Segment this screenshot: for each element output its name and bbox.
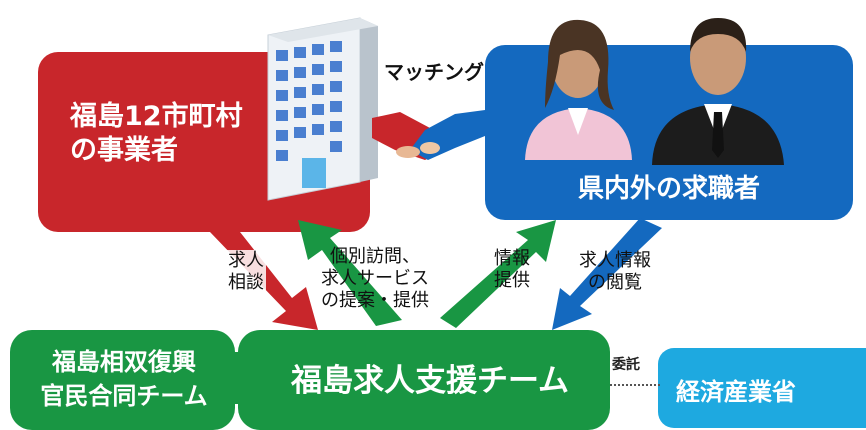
arrow-visit-line1: 個別訪問、 bbox=[330, 246, 420, 267]
ministry-label: 経済産業省 bbox=[676, 378, 796, 406]
employers-label: 福島12市町村 の事業者 bbox=[70, 100, 243, 168]
arrow-browse-line2: の閲覧 bbox=[588, 272, 642, 293]
joint-team-label: 福島相双復興 官民合同チーム bbox=[34, 345, 214, 413]
commission-label: 委託 bbox=[612, 357, 640, 373]
support-team-label: 福島求人支援チーム bbox=[290, 363, 570, 399]
arrow-visit-line3: の提案・提供 bbox=[321, 290, 429, 311]
matching-label: マッチング bbox=[384, 60, 484, 84]
employers-line2: の事業者 bbox=[70, 135, 178, 166]
arrow-info-line1: 情報 bbox=[494, 248, 530, 269]
male-jobseeker-icon bbox=[652, 18, 784, 165]
arrow-consult-line1: 求人 bbox=[226, 250, 266, 272]
handshake-icon bbox=[372, 110, 485, 160]
joint-team-box bbox=[10, 330, 235, 430]
employers-line1: 福島12市町村 bbox=[70, 101, 243, 132]
arrow-info-label: 情報 提供 bbox=[492, 248, 532, 292]
joint-team-line1: 福島相双復興 bbox=[52, 348, 196, 376]
joint-team-line2: 官民合同チーム bbox=[40, 382, 208, 410]
arrow-info bbox=[440, 220, 556, 328]
arrow-browse bbox=[552, 218, 662, 330]
commission-line bbox=[610, 384, 660, 386]
support-team-box bbox=[238, 330, 610, 430]
arrow-browse-label: 求人情報 の閲覧 bbox=[555, 250, 675, 294]
arrow-visit-label: 個別訪問、 求人サービス の提案・提供 bbox=[300, 246, 450, 312]
female-jobseeker-icon bbox=[525, 19, 632, 160]
ministry-box bbox=[658, 348, 866, 428]
arrow-visit bbox=[298, 220, 402, 326]
arrow-visit-line2: 求人サービス bbox=[321, 268, 429, 289]
arrow-consult-line2: 相談 bbox=[226, 272, 266, 294]
jobseekers-label: 県内外の求職者 bbox=[578, 174, 761, 204]
arrow-consult-label: 求人 相談 bbox=[226, 250, 266, 294]
office-building-icon bbox=[267, 17, 378, 201]
arrow-browse-line1: 求人情報 bbox=[579, 250, 651, 271]
arrow-info-line2: 提供 bbox=[494, 270, 530, 291]
